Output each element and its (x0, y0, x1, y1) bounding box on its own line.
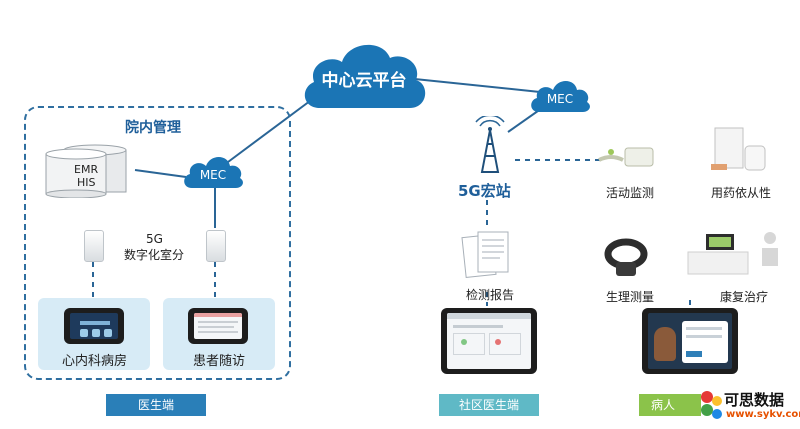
watermark-brand: 可思数据 (724, 391, 785, 409)
indoor-label-5g: 5G (146, 232, 163, 246)
report-label: 检测报告 (466, 288, 515, 302)
mec-right-label: MEC (546, 92, 574, 106)
community-tablet-icon (441, 308, 537, 374)
database-label-emr: EMR (74, 163, 99, 176)
indoor-unit-right-icon (206, 230, 226, 262)
rehab-device-icon (687, 232, 778, 275)
cloud-to-mec-right-line (404, 77, 541, 93)
rehab-label: 康复治疗 (720, 290, 769, 304)
watermark-url: www.sykv.com (726, 409, 800, 420)
mec-right-cloud-icon (531, 81, 590, 112)
cloud-platform-icon (304, 44, 426, 108)
doctor-footer-tag: 医生端 (106, 394, 206, 416)
cloud-platform-label: 中心云平台 (321, 71, 407, 91)
hospital-title: 院内管理 (125, 120, 181, 136)
mec-left-label: MEC (199, 168, 227, 182)
followup-card-label: 患者随访 (193, 354, 246, 369)
activity-device-icon (598, 147, 654, 167)
mec-left-cloud-icon (184, 157, 243, 188)
ward-tablet-icon (64, 308, 124, 344)
followup-tablet-icon (188, 308, 248, 344)
database-label-his: HIS (77, 176, 96, 189)
mec-left-to-db-line (134, 169, 187, 178)
indoor-unit-left-icon (84, 230, 104, 262)
physio-device-icon (604, 238, 648, 276)
patient-footer-tag: 病人 (639, 394, 701, 416)
cloud-to-mec-left-line (227, 94, 319, 163)
tower-icon (475, 116, 505, 173)
medication-label: 用药依从性 (711, 186, 772, 200)
indoor-label-coverage: 数字化室分 (124, 248, 185, 262)
report-document-icon (461, 231, 509, 279)
ward-card-label: 心内科病房 (62, 354, 128, 369)
activity-label: 活动监测 (606, 186, 655, 200)
tower-label: 5G宏站 (458, 182, 511, 200)
community-footer-tag: 社区医生端 (439, 394, 539, 416)
database-icon (45, 144, 127, 198)
hospital-region (24, 106, 291, 380)
patient-tablet-icon (642, 308, 738, 374)
physio-label: 生理测量 (606, 290, 655, 304)
medication-device-icon (711, 127, 766, 171)
watermark-logo-icon (701, 391, 722, 419)
